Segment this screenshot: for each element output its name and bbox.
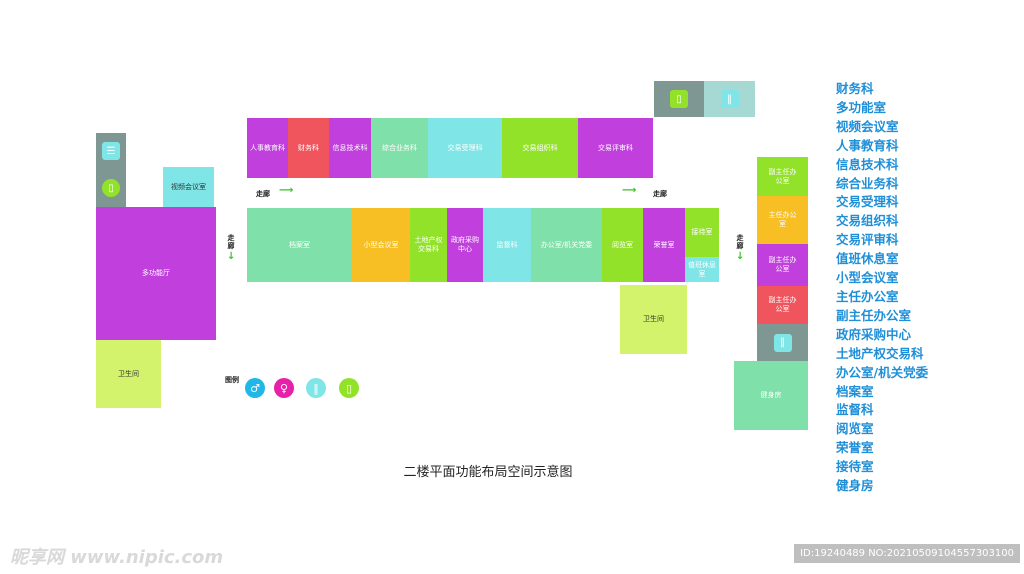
room-fuzhuren-2: 副主任办公室 [757,244,808,286]
room-list-item: 副主任办公室 [836,307,912,323]
room-list-item: 荣誉室 [836,440,874,456]
room-caiwu: 财务科 [288,118,329,178]
room-list-item: 信息技术科 [836,156,899,172]
room-list-item: 交易评审科 [836,232,899,248]
room-zuzhi: 交易组织科 [502,118,578,178]
room-jiedai: 接待室 [685,208,719,257]
room-dangan: 档案室 [247,208,352,282]
legend-label: 图例 [225,376,239,384]
arrow-down-icon: ↓ [736,251,745,262]
room-list-item: 多功能室 [836,99,887,115]
room-xinxi: 信息技术科 [329,118,371,178]
room-jianshen: 健身房 [734,361,808,430]
room-pingshen: 交易评审科 [578,118,653,178]
right-stairs-tile: ‖ [757,324,808,361]
watermark-id: ID:19240489 NO:20210509104557303100 [794,544,1020,563]
room-list-item: 交易组织科 [836,213,899,229]
male-icon: ♂ [245,378,265,398]
elevator-icon: ▯ [339,378,359,398]
room-duogongneng: 多功能厅 [96,207,216,340]
room-list-item: 健身房 [836,478,874,494]
room-list-item: 档案室 [836,383,874,399]
room-zhuren: 主任办公室 [757,196,808,244]
room-bangong: 办公室/机关党委 [531,208,602,282]
arrow-right-icon: ⟶ [279,185,294,196]
room-list-item: 土地产权交易科 [836,345,924,361]
room-fuzhuren-3: 副主任办公室 [757,286,808,324]
stairs-icon: ‖ [306,378,326,398]
room-list-item: 综合业务科 [836,175,899,191]
room-zhiban: 值班休息室 [685,257,719,282]
room-list-item: 监督科 [836,402,874,418]
room-list-item: 主任办公室 [836,288,899,304]
room-list-item: 政府采购中心 [836,326,912,342]
room-shipin: 视频会议室 [163,167,214,207]
room-shouli: 交易受理科 [428,118,502,178]
stairs-tile: ‖ [704,81,755,117]
room-list: 财务科多功能室视频会议室人事教育科信息技术科综合业务科交易受理科交易组织科交易评… [836,80,928,496]
room-renshi: 人事教育科 [247,118,288,178]
room-list-item: 值班休息室 [836,251,899,267]
room-list-item: 办公室/机关党委 [836,364,929,380]
female-icon: ♀ [274,378,294,398]
room-weisheng-mid: 卫生间 [620,285,687,354]
room-list-item: 视频会议室 [836,118,899,134]
room-yuelan: 阅览室 [602,208,643,282]
left-stairs-tile: ☰ [96,133,126,169]
stairs-icon: ☰ [102,142,120,160]
elevator-icon: ▯ [670,90,688,108]
corridor-label-right: 走廊 [736,234,744,250]
room-list-item: 阅览室 [836,421,874,437]
corridor-label-top-right: 走廊 [653,190,667,198]
room-list-item: 交易受理科 [836,194,899,210]
elevator-icon: ▯ [102,179,120,197]
arrow-down-icon: ↓ [227,251,236,262]
corridor-label-top-left: 走廊 [256,190,270,198]
room-zhengfu: 政府采购中心 [447,208,483,282]
room-tudi: 土地产权交易科 [410,208,447,282]
page-title: 二楼平面功能布局空间示意图 [403,465,573,480]
left-elevator-tile: ▯ [96,169,126,207]
room-xiaoxing: 小型会议室 [352,208,410,282]
corridor-label-left: 走廊 [227,234,235,250]
room-weisheng-left: 卫生间 [96,340,161,408]
room-list-item: 人事教育科 [836,137,899,153]
room-jiandu: 监督科 [483,208,531,282]
stairs-icon: ‖ [720,90,739,108]
room-fuzhuren-1: 副主任办公室 [757,157,808,196]
room-zonghe: 综合业务科 [371,118,428,178]
room-list-item: 小型会议室 [836,270,899,286]
watermark-logo: 昵享网 www.nipic.com [10,547,224,568]
elevator-tile: ▯ [654,81,704,117]
room-rongyu: 荣誉室 [643,208,685,282]
room-list-item: 接待室 [836,459,874,475]
stairs-icon: ‖ [773,333,792,352]
arrow-right-icon: ⟶ [622,185,637,196]
room-list-item: 财务科 [836,81,874,96]
